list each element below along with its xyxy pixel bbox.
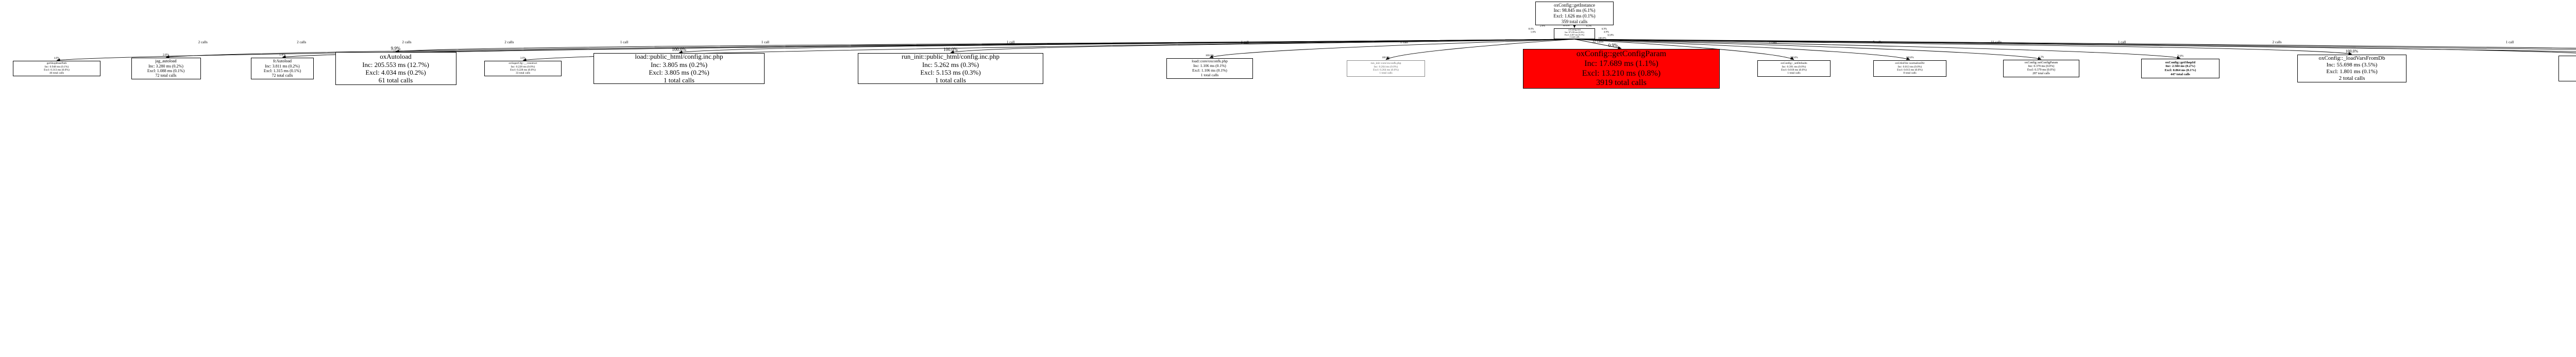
edge-percent-label: 4.9% bbox=[1603, 31, 1609, 34]
edge-calls-label: 5 calls bbox=[1873, 40, 1882, 44]
edge-percent-label: 9.9% bbox=[391, 46, 401, 51]
edge-percent-label: 1.6% bbox=[1530, 31, 1536, 34]
call-edge-get-ox-cookie bbox=[1574, 39, 2576, 50]
edge-percent-label: 8.0% bbox=[1528, 28, 1534, 31]
edge-calls-label: 1 call bbox=[761, 40, 769, 44]
edge-labels-group: 99.4% 2 calls 4.8% 2 calls 2.0% 2 calls 1.9% 2 … bbox=[54, 25, 2514, 60]
call-edge-normalize-dir bbox=[1574, 39, 1910, 60]
call-edge-get-str bbox=[1574, 39, 2576, 48]
edge-percent-label: 6.9% bbox=[1601, 28, 1607, 31]
edge-calls-label: 1 call bbox=[620, 40, 628, 44]
edge-percent-label: 2.0% bbox=[163, 54, 169, 57]
edge-calls-label: 1 call bbox=[2118, 40, 2126, 44]
edge-calls-label: 2 calls bbox=[504, 40, 514, 44]
edge-calls-label: 1 call bbox=[1769, 40, 1776, 44]
edge-calls-label: 2 calls bbox=[297, 40, 306, 44]
edge-percent-label: 100.0% bbox=[1382, 57, 1389, 59]
edge-calls-label: 2 calls bbox=[2273, 40, 2282, 44]
call-edge-run-init-oxconfk bbox=[1385, 39, 1575, 60]
edge-percent-label: 100.0% bbox=[672, 47, 686, 52]
edge-percent-label: 100.0% bbox=[1790, 57, 1798, 59]
call-edge-ox-autoload bbox=[395, 39, 1575, 53]
edge-calls-label: 1 call bbox=[2506, 40, 2514, 44]
edge-calls-label: 1 call bbox=[1400, 40, 1408, 44]
edge-calls-label: 11 calls bbox=[1991, 40, 2002, 44]
edge-percent-label: 1.9% bbox=[279, 54, 285, 57]
edge-percent-label: 99.4% bbox=[1563, 25, 1570, 27]
edge-calls-label: 2 calls bbox=[402, 40, 412, 44]
call-edge-load-vars-from-db bbox=[1574, 39, 2352, 55]
edge-percent-label: 100.0% bbox=[1206, 54, 1214, 57]
edge-percent-label: 1.2% bbox=[2039, 56, 2044, 59]
call-edge-get-config-param bbox=[1574, 39, 1622, 49]
call-edge-set-defaults bbox=[1574, 39, 1794, 60]
edge-percent-label: 100.0% bbox=[943, 47, 958, 52]
edge-calls-label: 2 calls bbox=[198, 40, 208, 44]
edge-percent-label: 4.8% bbox=[54, 57, 59, 60]
edge-percent-label: 32.8% bbox=[1607, 34, 1614, 37]
edge-percent-label: 100.0% bbox=[1598, 37, 1606, 40]
edge-calls-label: 1 call bbox=[1007, 40, 1014, 44]
edge-percent-label: 3.6% bbox=[520, 57, 526, 60]
edge-percent-label: 0.3% bbox=[1586, 25, 1592, 28]
edge-percent-label: 100.0% bbox=[1906, 57, 1913, 59]
call-edge-get-shop-id bbox=[1574, 39, 2181, 59]
call-edge-set-config-param bbox=[1574, 39, 2042, 60]
edge-percent-label: 70.8% bbox=[2177, 55, 2184, 58]
call-edge-load-oxconfk bbox=[1209, 39, 1575, 58]
call-edge-get-session bbox=[1574, 39, 2576, 54]
edge-calls-label: 32 calls bbox=[1592, 40, 1604, 44]
edge-calls-label: 1 call bbox=[1241, 40, 1249, 44]
edge-percent-label: 2.6% bbox=[1539, 25, 1546, 28]
edge-percent-label: 0.9% bbox=[1608, 43, 1618, 48]
call-edge-run-init-config-inc bbox=[950, 39, 1575, 54]
edge-percent-label: 100.0% bbox=[2346, 49, 2359, 54]
call-edge-session-start bbox=[1574, 39, 2576, 52]
call-edge-load-config-inc bbox=[679, 39, 1575, 54]
edges-group bbox=[56, 24, 2576, 62]
